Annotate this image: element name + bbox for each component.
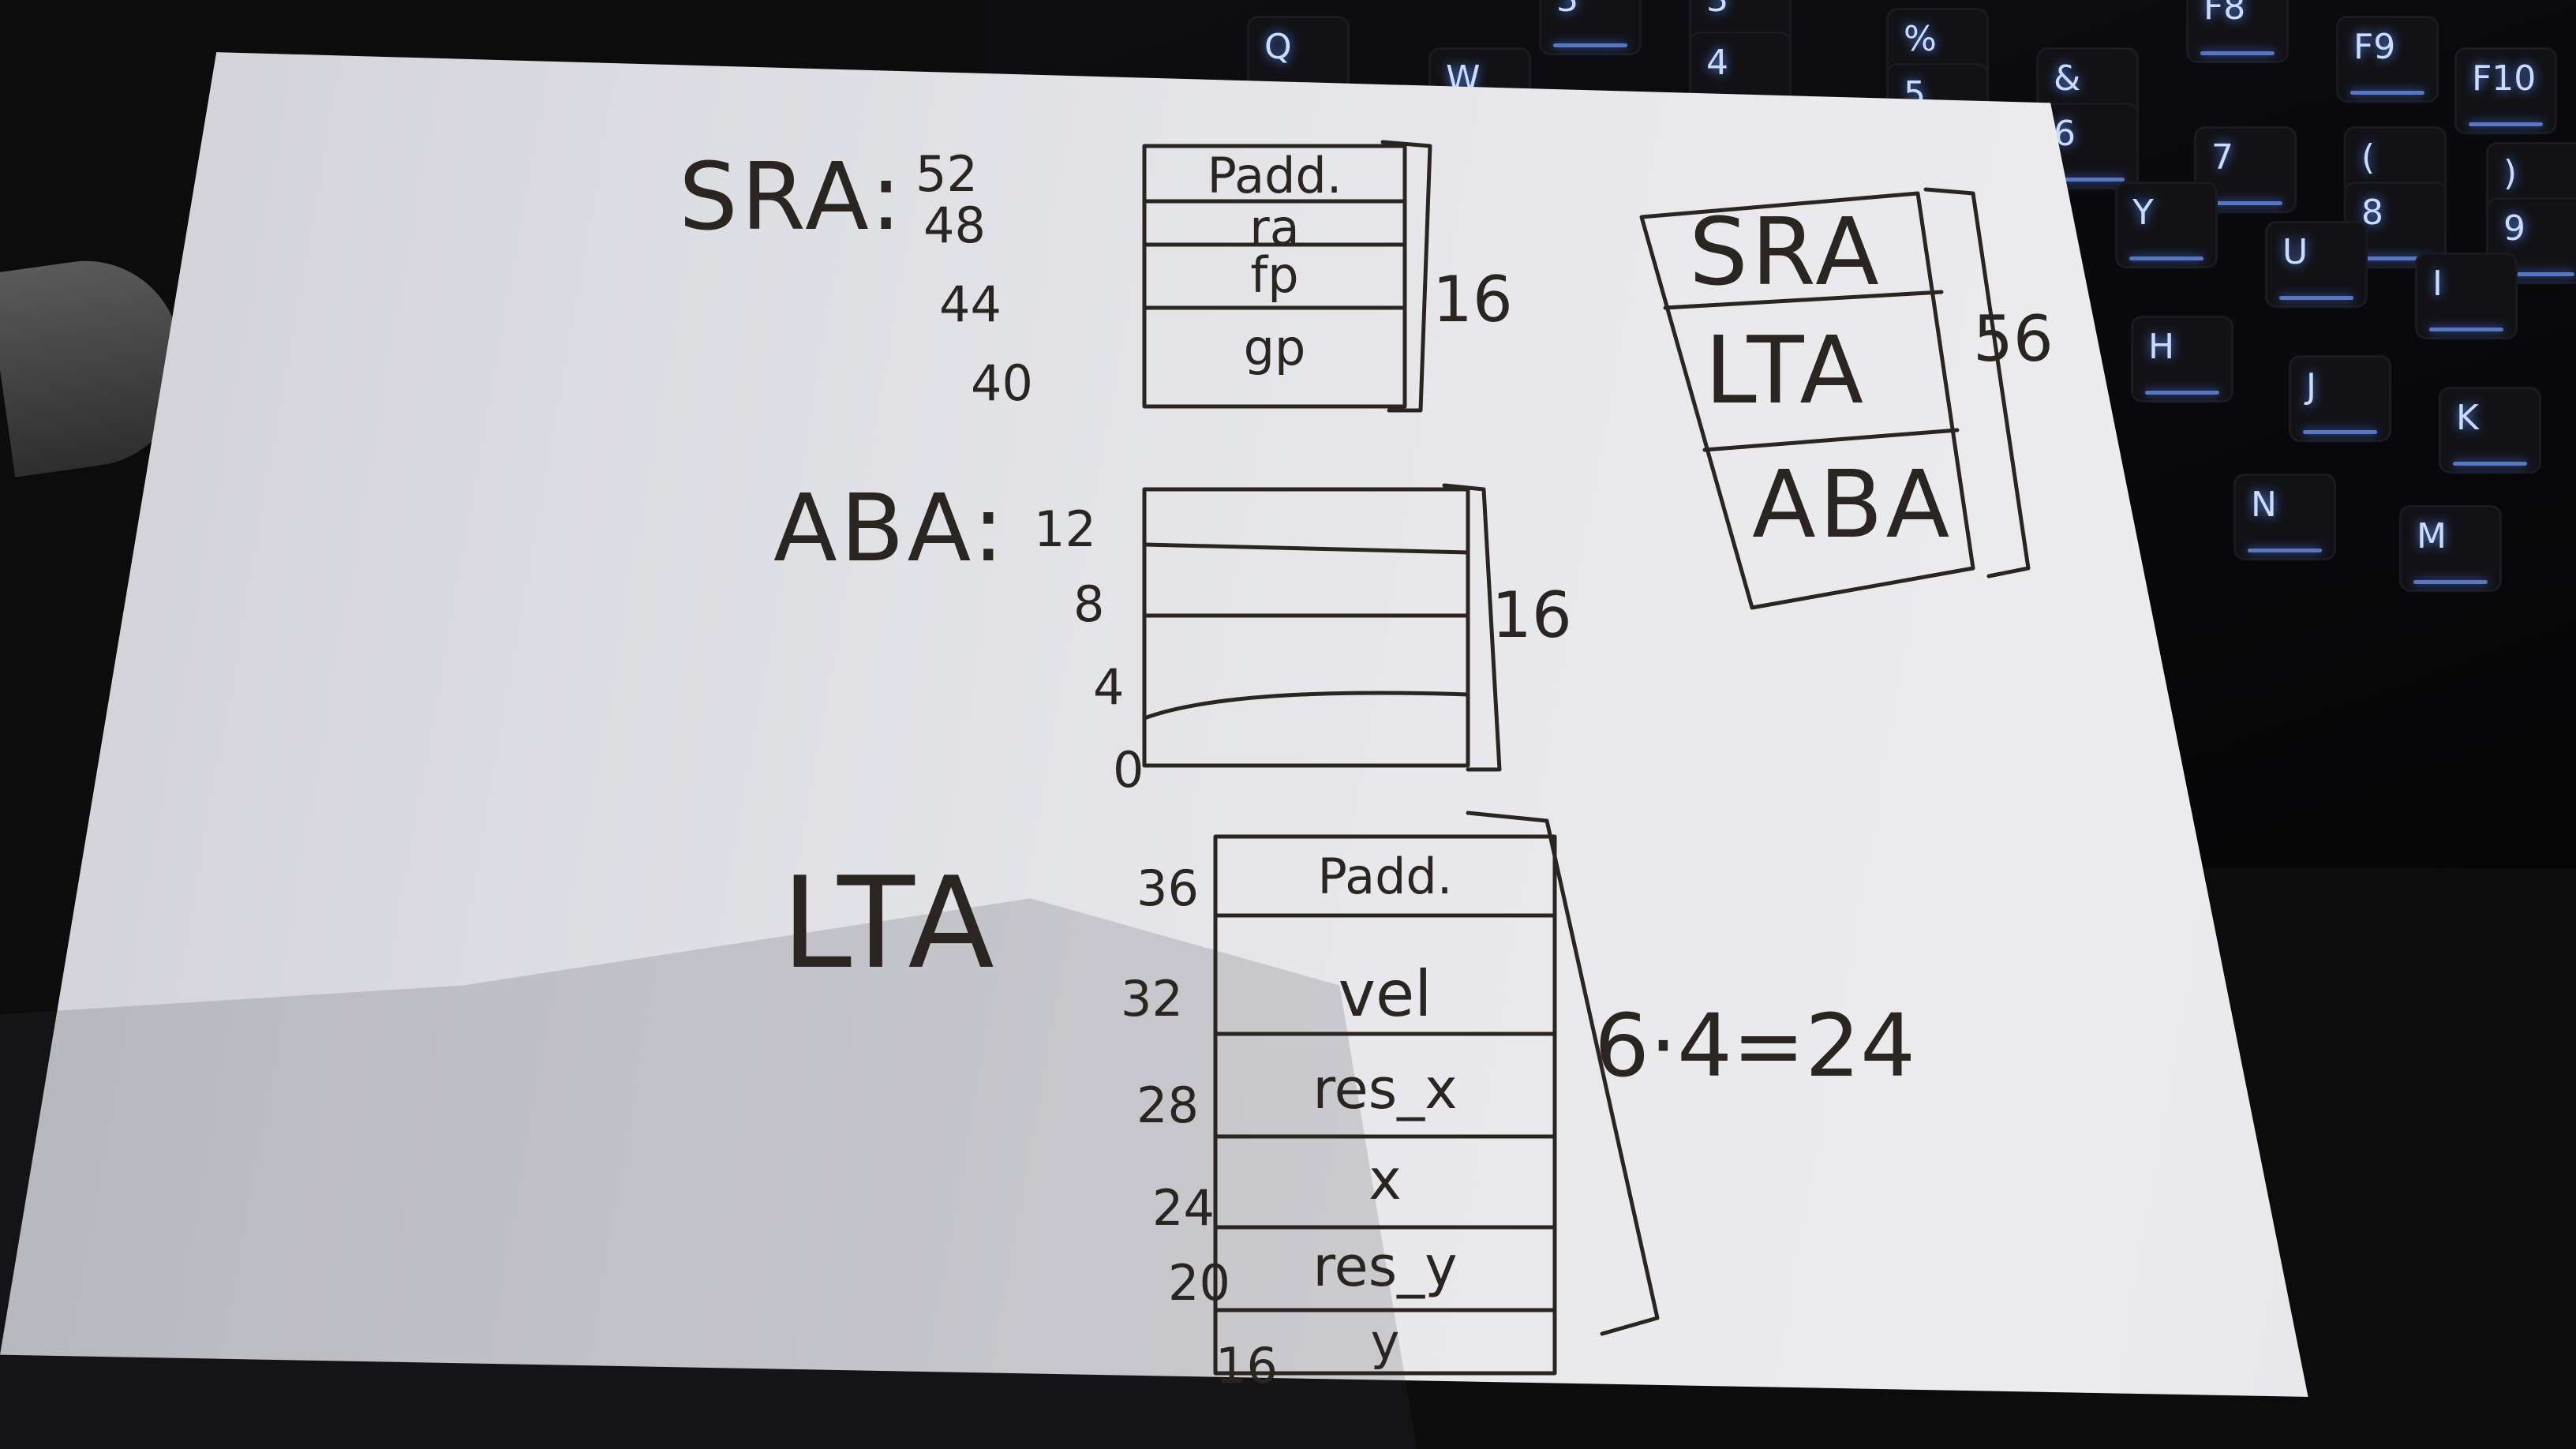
lta-offset: 16 xyxy=(1215,1337,1278,1395)
aba-size: 16 xyxy=(1492,578,1572,652)
aba-offset: 0 xyxy=(1113,741,1144,799)
key-f9: F9 xyxy=(2336,16,2439,103)
lta-offset: 32 xyxy=(1121,970,1183,1028)
key-j: J xyxy=(2289,355,2391,442)
lta-cell-vel: vel xyxy=(1338,957,1432,1031)
sra-offset: 52 xyxy=(915,145,978,203)
key-f10: F10 xyxy=(2454,47,2557,134)
lta-cell-res-x: res_x xyxy=(1312,1057,1458,1121)
lta-offset: 20 xyxy=(1168,1254,1230,1312)
summary-size: 56 xyxy=(1973,302,2054,376)
aba-label: ABA: xyxy=(773,474,1008,582)
key-i: I xyxy=(2415,253,2518,339)
key-m: M xyxy=(2399,505,2502,592)
lta-cell-padd: Padd. xyxy=(1317,848,1453,905)
sra-box xyxy=(1142,144,1407,409)
aba-offset: 12 xyxy=(1034,500,1096,558)
sra-label: SRA: xyxy=(679,142,905,251)
sra-size: 16 xyxy=(1432,263,1513,336)
summary-cell-sra: SRA xyxy=(1689,197,1882,306)
key-y: Y xyxy=(2115,182,2218,268)
lta-box xyxy=(1213,834,1557,1376)
summary-box xyxy=(1639,191,1975,610)
sra-offset: 44 xyxy=(939,275,1002,333)
lta-offset: 24 xyxy=(1152,1179,1215,1237)
key-f8: F8 xyxy=(2186,0,2289,63)
key-u: U xyxy=(2265,221,2368,308)
lta-size: 6·4=24 xyxy=(1594,995,1916,1096)
sra-offset: 40 xyxy=(971,354,1033,412)
sra-offset: 48 xyxy=(923,197,986,254)
sra-cell-padd: Padd. xyxy=(1207,147,1342,204)
lta-cell-x: x xyxy=(1368,1148,1402,1212)
aba-offset: 4 xyxy=(1093,658,1125,716)
sra-cell-fp: fp xyxy=(1250,246,1299,304)
aba-box xyxy=(1142,487,1470,768)
summary-cell-lta: LTA xyxy=(1705,316,1867,425)
key-3a: 3 xyxy=(1539,0,1642,55)
lta-offset: 28 xyxy=(1136,1076,1199,1134)
key-n: N xyxy=(2233,474,2336,560)
aba-offset: 8 xyxy=(1073,575,1105,633)
sra-cell-ra: ra xyxy=(1249,199,1300,256)
key-h: H xyxy=(2131,316,2233,402)
summary-cell-aba: ABA xyxy=(1752,450,1953,559)
lta-cell-y: y xyxy=(1370,1313,1400,1371)
sra-cell-gp: gp xyxy=(1243,319,1306,376)
lta-label: LTA xyxy=(781,849,998,997)
lta-offset: 36 xyxy=(1136,859,1199,917)
key-k: K xyxy=(2439,387,2541,474)
lta-cell-res-y: res_y xyxy=(1312,1234,1458,1299)
